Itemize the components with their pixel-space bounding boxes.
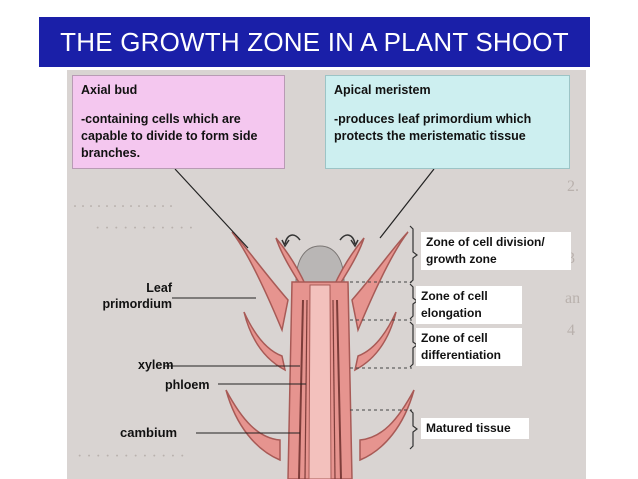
xylem-strand-right: [336, 299, 342, 479]
outer-leaf-right: [351, 231, 409, 333]
axial-bud-box: Axial bud -containing cells which are ca…: [72, 75, 285, 169]
zone-cell-elongation-label: Zone of cell elongation: [416, 286, 522, 324]
zone-matured-tissue-label: Matured tissue: [421, 418, 529, 439]
axial-bud-heading: Axial bud: [81, 83, 138, 97]
zone-bracket-division: [409, 225, 418, 284]
apical-meristem-heading: Apical meristem: [334, 83, 431, 97]
inner-leaf-left: [275, 237, 308, 288]
apical-meristem-description: -produces leaf primordium which protects…: [334, 112, 532, 143]
axial-bud-pointer: [174, 168, 249, 249]
bottom-leaf-left: [225, 389, 281, 462]
pith: [308, 284, 332, 479]
xylem-label: xylem: [138, 358, 174, 372]
inner-leaf-right: [332, 237, 365, 288]
phloem-strand-right: [332, 299, 336, 479]
phloem-label: phloem: [165, 378, 210, 392]
slide-title: THE GROWTH ZONE IN A PLANT SHOOT: [39, 17, 590, 67]
lower-leaf-left: [243, 311, 287, 372]
outer-leaf-left: [231, 231, 289, 333]
phloem-strand-left: [304, 299, 308, 479]
zone-cell-differentiation-label: Zone of cell differentiation: [416, 328, 522, 366]
apical-meristem-pointer: [379, 168, 435, 239]
lower-leaf-right: [353, 311, 397, 372]
cambium-label: cambium: [120, 425, 178, 440]
zone-cell-division-label: Zone of cell division/ growth zone: [421, 232, 571, 270]
xylem-strand-left: [298, 299, 304, 479]
apical-meristem-box: Apical meristem -produces leaf primordiu…: [325, 75, 570, 169]
apical-dome: [295, 245, 345, 283]
curved-arrow-left: [284, 234, 301, 245]
axial-bud-description: -containing cells which are capable to d…: [81, 112, 258, 160]
curved-arrow-right: [339, 234, 356, 245]
zone-bracket-matured: [409, 409, 418, 450]
bottom-leaf-right: [359, 389, 415, 462]
leaf-primordium-label: Leaf primordium: [102, 281, 172, 311]
